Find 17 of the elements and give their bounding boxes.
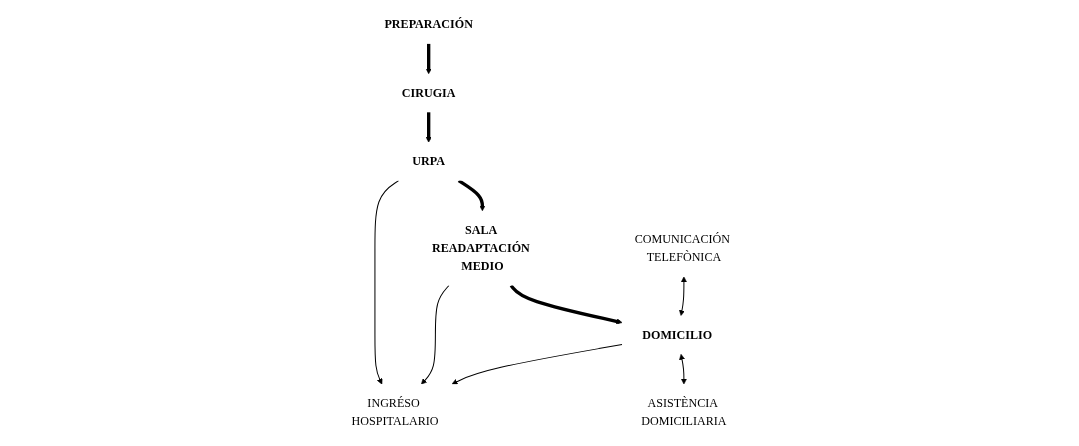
arrow [374,180,400,385]
node-text: COMUNICACIÓN TELEFÒNICA [634,232,731,264]
node-text: URPA [412,154,446,168]
arrow [425,112,432,143]
arrow [457,179,486,212]
node-text: SALA READAPTACIÓN MEDIO [431,223,530,273]
node-text: INGRÉSO HOSPITALARIO [351,396,439,428]
arrow [451,344,623,385]
node-text: PREPARACIÓN [384,17,473,31]
arrow [421,284,450,385]
arrow [425,43,432,75]
node-text: DOMICILIO [642,327,713,342]
arrow [679,276,687,316]
node-text: CIRUGIA [401,85,456,100]
arrow [509,284,623,325]
arrow [679,353,687,385]
node-text: ASISTÈNCIA DOMICILIARIA [641,396,727,428]
